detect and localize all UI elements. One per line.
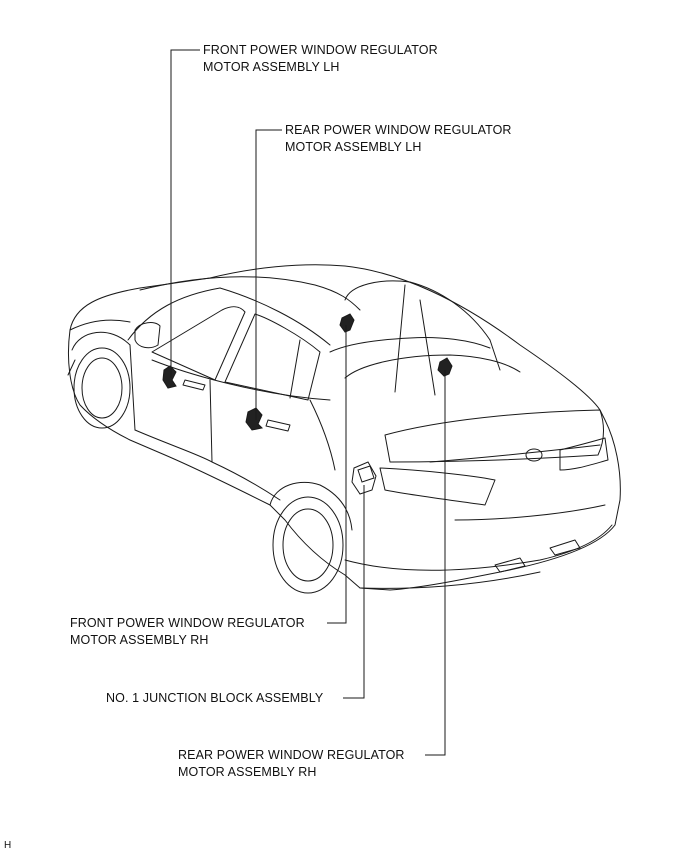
label-line: FRONT POWER WINDOW REGULATOR [70, 616, 305, 630]
rear-emblem [525, 448, 543, 462]
label-line: MOTOR ASSEMBLY RH [70, 633, 209, 647]
leader-rear-rh [425, 370, 446, 756]
label-front-power-window-motor-lh: FRONT POWER WINDOW REGULATOR MOTOR ASSEM… [203, 42, 438, 76]
label-line: REAR POWER WINDOW REGULATOR [178, 748, 405, 762]
rear-rh-motor-icon [437, 357, 453, 377]
leader-front-lh [170, 49, 200, 378]
label-front-power-window-motor-rh: FRONT POWER WINDOW REGULATOR MOTOR ASSEM… [70, 615, 305, 649]
label-line: NO. 1 JUNCTION BLOCK ASSEMBLY [106, 691, 324, 705]
car-body-outline [67, 264, 621, 591]
rear-door-window [224, 313, 321, 401]
rear-lh-motor-icon [245, 407, 264, 431]
rear-wheel [272, 496, 344, 594]
corner-mark: H [4, 840, 12, 851]
label-line: REAR POWER WINDOW REGULATOR [285, 123, 512, 137]
tail-light-left [379, 467, 496, 506]
leader-front-rh [327, 325, 347, 624]
label-line: FRONT POWER WINDOW REGULATOR [203, 43, 438, 57]
front-lh-motor-icon [162, 365, 177, 389]
label-rear-power-window-motor-rh: REAR POWER WINDOW REGULATOR MOTOR ASSEMB… [178, 747, 405, 781]
front-wheel [73, 347, 131, 429]
tail-light-right [559, 437, 609, 471]
label-line: MOTOR ASSEMBLY LH [285, 140, 422, 154]
label-line: MOTOR ASSEMBLY RH [178, 765, 317, 779]
label-junction-block: NO. 1 JUNCTION BLOCK ASSEMBLY [106, 690, 323, 707]
front-door-window [151, 306, 246, 381]
label-line: MOTOR ASSEMBLY LH [203, 60, 340, 74]
leader-junction-block [343, 485, 365, 699]
side-mirror [134, 322, 161, 349]
label-rear-power-window-motor-lh: REAR POWER WINDOW REGULATOR MOTOR ASSEMB… [285, 122, 512, 156]
leader-rear-lh [255, 129, 282, 420]
trunk-lid [384, 409, 604, 463]
front-rh-motor-icon [339, 313, 355, 333]
